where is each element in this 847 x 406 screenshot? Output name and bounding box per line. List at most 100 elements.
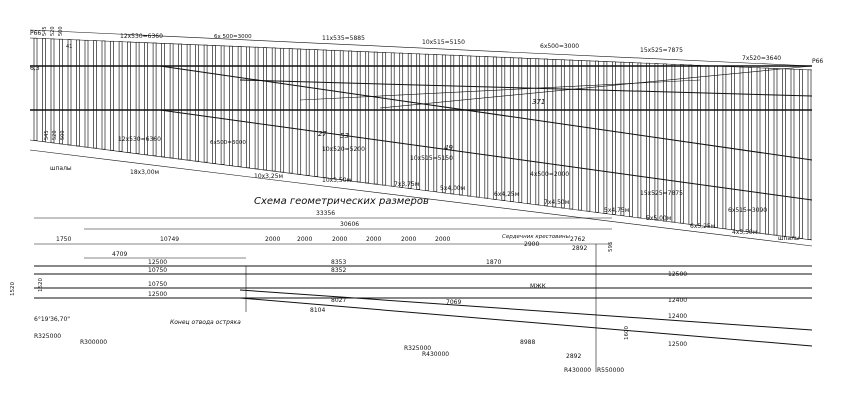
tie bbox=[671, 63, 676, 223]
row-label-2: 10750 bbox=[148, 267, 167, 274]
right-label-3: 12400 bbox=[668, 313, 687, 320]
tie bbox=[203, 44, 208, 163]
tie bbox=[127, 41, 131, 153]
inner-mark-2: 53 bbox=[340, 132, 349, 140]
mid-label-5: 7069 bbox=[446, 299, 461, 306]
tie bbox=[458, 55, 463, 196]
mid-label-8: 1870 bbox=[486, 259, 501, 266]
tie-group-7: 7x4,50м bbox=[544, 199, 569, 206]
top-end-spacing: 15x525=7875 bbox=[640, 47, 683, 54]
mid-label-1: 8353 bbox=[331, 259, 346, 266]
tie bbox=[297, 48, 302, 175]
seg-7: 2000 bbox=[435, 236, 450, 243]
bottom-left-spacing: 12x530=6360 bbox=[118, 136, 161, 143]
mid-label-6: 2900 bbox=[524, 241, 539, 248]
tie bbox=[144, 42, 148, 156]
right-label-4: 12500 bbox=[668, 341, 687, 348]
inner-mark-4: 371 bbox=[532, 98, 545, 106]
tie bbox=[93, 40, 97, 149]
tie bbox=[33, 37, 38, 141]
switch-blade bbox=[239, 79, 813, 97]
radius-5: R430000 bbox=[564, 367, 591, 374]
diverging-line-2 bbox=[239, 297, 813, 347]
frog-label: Сердечник крестовины bbox=[502, 234, 571, 240]
tie bbox=[509, 57, 514, 202]
seg-3: 2000 bbox=[297, 236, 312, 243]
tie bbox=[790, 68, 795, 238]
vertical-dim-1: 595 bbox=[608, 241, 614, 252]
tie bbox=[595, 60, 599, 213]
top-right-spacing: 10x515=5150 bbox=[422, 39, 465, 46]
tie bbox=[697, 64, 701, 226]
top-switch-spacing: 6x 500=3000 bbox=[214, 34, 252, 40]
tie bbox=[560, 59, 565, 209]
diverging-line-1 bbox=[239, 289, 813, 331]
mid-label-4: 8104 bbox=[310, 307, 325, 314]
bottom-left-mark-3: 500 bbox=[60, 130, 66, 140]
tie bbox=[475, 55, 480, 198]
left-width-2: 1520 bbox=[38, 278, 44, 292]
left-offset: 4709 bbox=[112, 251, 127, 258]
bottom-left-mark-1: 545 bbox=[44, 130, 50, 140]
radius-1: R325000 bbox=[34, 333, 61, 340]
angle-label: 6°19'36,70" bbox=[34, 316, 70, 323]
bottom-far-spacing: 4x500=2000 bbox=[530, 171, 569, 178]
radius-3: R325000 bbox=[404, 345, 431, 352]
tie bbox=[773, 68, 778, 236]
seg-8: 2762 bbox=[570, 236, 585, 243]
tie bbox=[450, 54, 455, 195]
cross-rail bbox=[379, 65, 813, 109]
vertical-dim-2: 1600 bbox=[624, 326, 630, 340]
tie bbox=[356, 51, 361, 183]
tie bbox=[407, 53, 412, 189]
tie-group-2: 10x3,25м bbox=[254, 173, 283, 180]
tie bbox=[441, 54, 446, 194]
inner-mark-3: 49 bbox=[444, 144, 453, 152]
geometry-scheme: Схема геометрических размеров 33356 3060… bbox=[10, 196, 813, 374]
tie bbox=[76, 39, 80, 147]
bottom-dim-2: 2892 bbox=[566, 353, 581, 360]
tie bbox=[339, 50, 344, 181]
top-left-mark-1: 545 bbox=[42, 26, 48, 36]
tie bbox=[348, 50, 353, 182]
bottom-right-spacing: 10x515=5150 bbox=[410, 155, 453, 162]
tie bbox=[526, 58, 531, 204]
tie bbox=[782, 68, 786, 237]
left-end-mark: P66 bbox=[30, 30, 41, 37]
tie bbox=[135, 41, 140, 154]
tie bbox=[416, 53, 421, 190]
tie bbox=[629, 62, 633, 217]
diverging-rail-2 bbox=[159, 109, 813, 201]
row-label-3: 10750 bbox=[148, 281, 167, 288]
bottom-mid-spacing: 10x520=5200 bbox=[322, 146, 365, 153]
tie bbox=[84, 39, 89, 148]
tie bbox=[161, 43, 165, 158]
tie-group-3: 10x3,50м bbox=[322, 177, 351, 184]
tie bbox=[433, 54, 438, 192]
row-label-1: 12500 bbox=[148, 259, 167, 266]
seg-0: 1750 bbox=[56, 236, 71, 243]
tie-group-1: 18x3,00м bbox=[130, 169, 159, 176]
tie bbox=[799, 69, 803, 239]
tie bbox=[620, 61, 625, 216]
tie bbox=[390, 52, 395, 187]
tie bbox=[237, 46, 242, 167]
overall-length: 33356 bbox=[316, 210, 335, 217]
tie bbox=[637, 62, 642, 219]
tie bbox=[543, 58, 548, 207]
tie bbox=[220, 45, 225, 165]
tie bbox=[748, 67, 752, 233]
radius-4: R430000 bbox=[422, 351, 449, 358]
tie bbox=[501, 56, 506, 201]
tie-group-9: 5x5,00м bbox=[646, 215, 671, 222]
tie bbox=[314, 49, 319, 177]
tie bbox=[765, 67, 769, 235]
tie bbox=[612, 61, 616, 215]
tie bbox=[518, 57, 523, 203]
tie bbox=[492, 56, 497, 200]
tie bbox=[118, 41, 123, 152]
tie bbox=[756, 67, 761, 234]
tie bbox=[484, 56, 489, 199]
tie bbox=[373, 51, 378, 185]
tie bbox=[331, 49, 336, 179]
